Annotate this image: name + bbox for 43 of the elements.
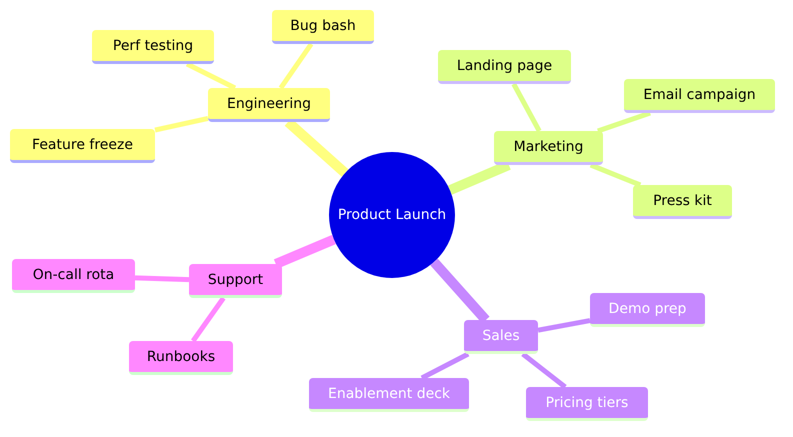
node-label: On-call rota [32,266,114,282]
node-label: Feature freeze [32,136,133,152]
branch-line [512,82,542,132]
topic-box [309,378,469,412]
topic-box [624,79,775,113]
node-label: Bug bash [290,18,356,34]
topic-box [189,264,282,298]
node-label: Runbooks [146,348,216,364]
branch-line [420,352,470,380]
node-label: Demo prep [608,300,686,316]
topic-box [494,131,603,165]
topic-box [526,387,648,421]
node-label: Perf testing [112,38,194,54]
branch-line [186,62,236,90]
node-label: Marketing [514,138,584,154]
branch-line [278,42,314,90]
branch-line [538,318,590,333]
node-label: Product Launch [338,207,446,223]
topic-box [438,50,571,84]
topic-box [633,185,732,219]
node-label: Sales [482,328,520,344]
node-label: Email campaign [643,86,756,102]
branch-line [274,234,336,269]
branch-line [597,110,651,134]
node-label: Pricing tiers [546,394,628,410]
topic-box [12,259,135,293]
branch-line [134,275,190,282]
topic-box [10,129,155,163]
topic-box [208,88,330,122]
branch-line [154,116,209,132]
branch-line [191,296,226,342]
branch-line [521,352,567,389]
node-label: Landing page [456,58,552,74]
node-label: Enablement deck [328,386,450,402]
topic-box [590,293,705,327]
topic-box [272,10,374,44]
node-label: Press kit [653,192,712,208]
topic-box [92,30,214,64]
topic-box [464,320,538,354]
topic-box [129,341,233,375]
node-label: Engineering [227,96,311,112]
node-label: Support [208,272,264,288]
branch-line [590,162,642,188]
